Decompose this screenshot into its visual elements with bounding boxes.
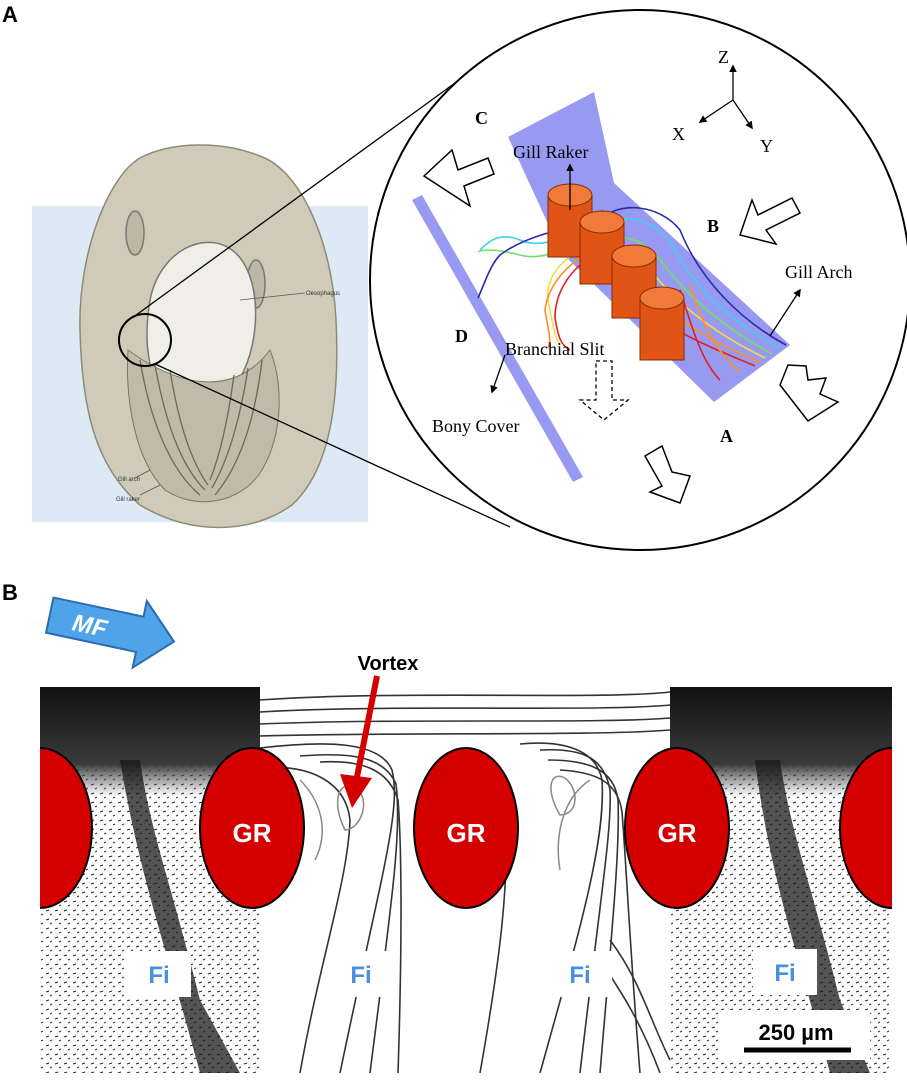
zoom-circle-small	[118, 313, 172, 367]
panel-b-label: B	[2, 580, 18, 605]
flow-arrow-b	[739, 197, 802, 246]
vortex-label: Vortex	[358, 653, 419, 675]
gill-arch-label: Gill Arch	[785, 262, 853, 282]
bony-cover-label: Bony Cover	[432, 416, 520, 436]
fish-head-illustration: Oesophagus Gill arch Gill raker	[32, 144, 368, 529]
panel-a-label: A	[2, 2, 18, 27]
scale-bar: 250 µm	[720, 1010, 870, 1060]
axis-z-label: Z	[718, 47, 729, 67]
gill-raker-edge-left	[40, 747, 93, 909]
gr-label-3: GR	[658, 818, 697, 848]
gill-raker-sections	[40, 747, 892, 909]
raker-cylinder-3	[611, 244, 657, 319]
flow-letter-b: B	[707, 216, 719, 236]
fi-label-2: Fi	[350, 962, 371, 989]
gill-raker-1	[199, 747, 305, 909]
vortex-pointer-arrow	[340, 675, 380, 808]
raker-cylinder-4	[639, 286, 685, 361]
gill-arch-lines	[139, 359, 263, 496]
scale-bar-label: 250 µm	[758, 1020, 833, 1045]
flow-letter-c: C	[475, 108, 488, 128]
flow-arrow-dashed	[578, 360, 630, 421]
axis-triad	[698, 64, 753, 130]
mainstream-flow-arrow: MF	[44, 596, 176, 670]
streamlines	[477, 206, 787, 381]
vortex-streamlines	[299, 775, 591, 871]
flow-visualization: GR GR GR Fi Fi Fi Fi 250 µm	[40, 687, 892, 1073]
flow-arrow-a	[779, 364, 840, 422]
zoom-line-top	[131, 82, 456, 319]
fi-label-1: Fi	[148, 962, 169, 989]
flow-arrow-outflow	[643, 444, 692, 504]
inset-gill-raker-label: Gill raker	[116, 497, 140, 503]
inset-gill-arch-label: Gill arch	[118, 477, 140, 483]
axis-y-label: Y	[760, 136, 773, 156]
flow-letter-d: D	[455, 326, 468, 346]
gr-label-2: GR	[447, 818, 486, 848]
bony-cover-plane	[412, 195, 583, 482]
left-eye	[125, 210, 145, 256]
gill-raker-edge-right	[839, 747, 892, 909]
oesophagus-label: Oesophagus	[306, 291, 340, 297]
gr-label-1: GR	[233, 818, 272, 848]
gill-region	[127, 348, 280, 503]
gill-raker-cylinders	[547, 183, 685, 361]
zoomed-gill-diagram: Z X Y	[369, 9, 907, 551]
gill-raker-3	[624, 747, 730, 909]
fi-label-4: Fi	[774, 960, 795, 987]
axis-x-label: X	[672, 124, 685, 144]
flow-letter-a: A	[720, 426, 733, 446]
gill-raker-2	[413, 747, 519, 909]
flow-arrows-hollow	[422, 148, 840, 504]
gill-arch-plane	[508, 92, 790, 402]
zoom-line-bottom	[154, 363, 511, 528]
filtrate-labels: Fi Fi Fi Fi	[127, 949, 817, 997]
branchial-slit-label: Branchial Slit	[505, 339, 604, 359]
flow-arrow-c	[422, 148, 495, 208]
fi-label-3: Fi	[569, 962, 590, 989]
gill-raker-label: Gill Raker	[513, 142, 588, 162]
